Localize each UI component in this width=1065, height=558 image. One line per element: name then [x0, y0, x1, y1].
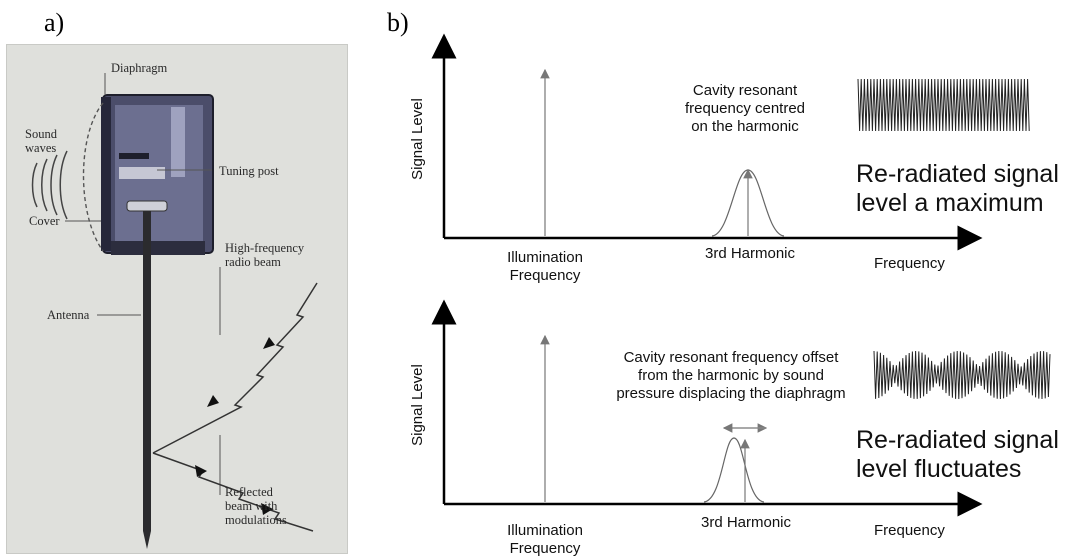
- bottom-result-1: Re-radiated signal: [856, 426, 1059, 454]
- top-result-2: level a maximum: [856, 189, 1044, 217]
- beam-arrow: [261, 503, 273, 515]
- label-sound: Sound: [25, 127, 57, 141]
- top-note-3: on the harmonic: [691, 118, 799, 135]
- incoming-beam: [152, 282, 318, 454]
- bottom-ylabel: Signal Level: [409, 364, 426, 446]
- beam-arrow: [263, 337, 275, 349]
- bottom-result-2: level fluctuates: [856, 455, 1022, 483]
- bottom-note-1: Cavity resonant frequency offset: [623, 349, 839, 366]
- sound-wave: [31, 162, 38, 208]
- label-reflected-3: modulations: [225, 513, 287, 527]
- top-result: Re-radiated signal level a maximum: [856, 160, 1059, 218]
- top-illum-line1: Illumination: [507, 249, 583, 266]
- top-illum-label: Illumination Frequency: [480, 249, 610, 285]
- label-antenna: Antenna: [47, 308, 90, 322]
- label-reflected-2: beam with: [225, 499, 278, 513]
- label-hf-2: radio beam: [225, 255, 281, 269]
- label-cover: Cover: [29, 214, 60, 228]
- sound-wave: [50, 154, 58, 216]
- label-tuning-post: Tuning post: [219, 164, 279, 178]
- device-drawing: [31, 73, 318, 549]
- waveform-trace: [873, 350, 1051, 400]
- label-reflected-1: Reflected: [225, 485, 273, 499]
- top-result-1: Re-radiated signal: [856, 160, 1059, 188]
- top-note-1: Cavity resonant: [692, 82, 798, 99]
- sound-wave: [59, 150, 68, 220]
- bottom-note-3: pressure displacing the diaphragm: [616, 385, 846, 402]
- top-illum-line2: Frequency: [509, 267, 581, 284]
- bottom-xlabel: Frequency: [874, 522, 945, 539]
- housing-base: [111, 241, 205, 255]
- label-diaphragm: Diaphragm: [111, 61, 168, 75]
- device-illustration: Diaphragm Sound waves Tuning post Cover …: [6, 44, 348, 554]
- panel-a-label: a): [44, 8, 65, 37]
- sound-wave: [41, 158, 48, 212]
- bottom-illum-label: Illumination Frequency: [480, 522, 610, 558]
- tuning-post: [119, 153, 149, 159]
- label-waves: waves: [25, 141, 57, 155]
- bottom-harmonic-label: 3rd Harmonic: [700, 514, 792, 531]
- top-harmonic-label: 3rd Harmonic: [704, 245, 796, 262]
- waveform-trace: [857, 78, 1030, 132]
- panel-b-label: b): [387, 8, 409, 37]
- top-note-2: frequency centred: [684, 100, 806, 117]
- cover-outline: [82, 102, 104, 252]
- label-hf-1: High-frequency: [225, 241, 305, 255]
- bottom-illum-line1: Illumination: [507, 522, 583, 539]
- modulated-waveform: [873, 350, 1051, 400]
- tuning-post-head: [119, 167, 165, 179]
- bottom-illum-line2: Frequency: [509, 540, 581, 557]
- top-xlabel: Frequency: [874, 255, 945, 272]
- constant-waveform: [857, 78, 1030, 132]
- cavity-wall: [171, 107, 185, 177]
- antenna-tip: [143, 531, 151, 549]
- antenna: [143, 211, 151, 531]
- beam-arrow: [195, 465, 207, 477]
- bottom-note: Cavity resonant frequency offset from th…: [596, 349, 866, 403]
- top-ylabel: Signal Level: [409, 98, 426, 180]
- beam-arrow: [207, 395, 219, 407]
- top-note: Cavity resonant frequency centred on the…: [660, 82, 830, 136]
- bottom-result: Re-radiated signal level fluctuates: [856, 426, 1059, 484]
- diaphragm: [101, 97, 111, 251]
- bottom-resonance-curve: [703, 437, 765, 503]
- bottom-note-2: from the harmonic by sound: [638, 367, 824, 384]
